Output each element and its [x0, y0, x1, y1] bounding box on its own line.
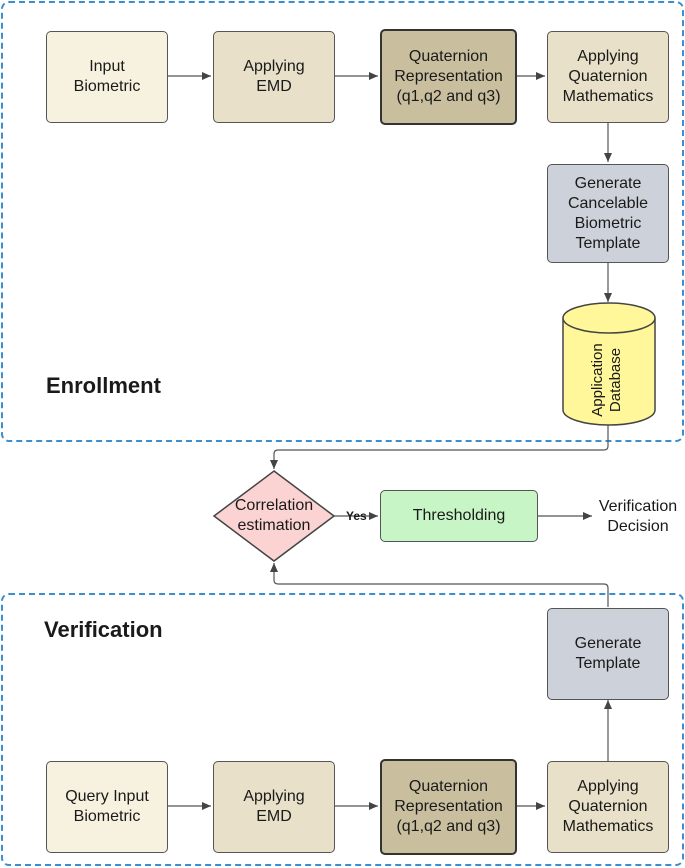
applying-quaternion-mathematics-box: Applying Quaternion Mathematics [547, 31, 669, 123]
verification-applying-emd-box: Applying EMD [213, 761, 335, 853]
application-database-label: Application Database [589, 343, 624, 417]
verification-decision-label: Verification Decision [598, 498, 678, 535]
arrow-db-to-correlation [270, 425, 609, 469]
thresholding-box: Thresholding [380, 490, 538, 542]
verification-label: Verification [44, 617, 163, 642]
yes-label: Yes [346, 509, 367, 523]
database-cylinder [562, 302, 656, 426]
verification-region [1, 593, 684, 866]
generate-template-box: Generate Template [547, 608, 669, 700]
correlation-diamond [212, 470, 336, 562]
correlation-estimation-label: Correlation estimation [234, 497, 314, 534]
quaternion-representation-box: Quaternion Representation (q1,q2 and q3) [380, 29, 517, 125]
applying-emd-box: Applying EMD [213, 31, 335, 123]
verification-applying-quaternion-mathematics-box: Applying Quaternion Mathematics [547, 761, 669, 853]
input-biometric-box: Input Biometric [46, 31, 168, 123]
query-input-biometric-box: Query Input Biometric [46, 761, 168, 853]
enrollment-region [1, 1, 684, 442]
enrollment-label: Enrollment [46, 373, 161, 398]
generate-cancelable-template-box: Generate Cancelable Biometric Template [547, 164, 669, 263]
arrow-template-to-correlation [270, 563, 609, 607]
verification-quaternion-representation-box: Quaternion Representation (q1,q2 and q3) [380, 759, 517, 855]
